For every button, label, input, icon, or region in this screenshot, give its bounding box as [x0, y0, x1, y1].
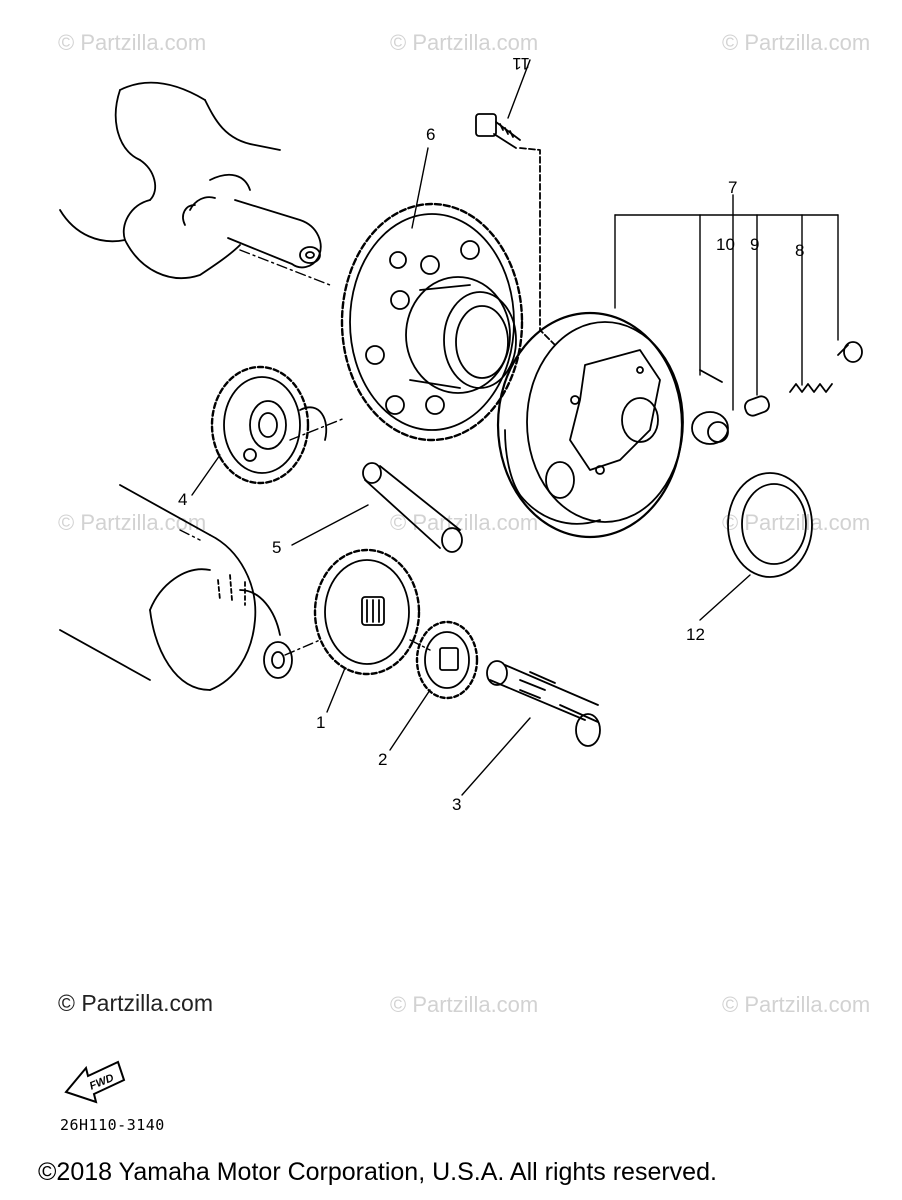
starter-wheel-gear-part: [340, 202, 524, 442]
callout-10: 10: [716, 235, 735, 254]
idle-gear-part: [210, 365, 328, 485]
callout-8: 8: [795, 241, 804, 260]
starter-gear-1-part: [313, 548, 421, 676]
idle-gear-shaft-part: [362, 462, 463, 553]
callout-2: 2: [378, 750, 387, 769]
callout-4: 4: [178, 490, 187, 509]
washer-part: [727, 472, 813, 578]
bolt-part: [475, 113, 556, 346]
diagram-code: 26H110-3140: [60, 1116, 165, 1134]
callout-11: 11: [512, 54, 530, 73]
watermark: © Partzilla.com: [390, 992, 539, 1017]
callout-12: 12: [686, 625, 705, 644]
callout-6: 6: [426, 125, 435, 144]
fwd-arrow-icon: FWD: [64, 1060, 126, 1104]
clutch-small-parts: [691, 341, 863, 445]
callout-1: 1: [316, 713, 325, 732]
watermark: © Partzilla.com: [722, 510, 871, 535]
callout-7: 7: [728, 178, 737, 197]
callout-9: 9: [750, 235, 759, 254]
crankshaft-part: [59, 81, 322, 279]
leader-lines: [191, 59, 751, 796]
watermark-main: © Partzilla.com: [58, 990, 213, 1016]
callout-5: 5: [272, 538, 281, 557]
callout-3: 3: [452, 795, 461, 814]
watermark: © Partzilla.com: [390, 30, 539, 55]
watermark: © Partzilla.com: [722, 992, 871, 1017]
watermark: © Partzilla.com: [390, 510, 539, 535]
watermark: © Partzilla.com: [722, 30, 871, 55]
copyright-notice: ©2018 Yamaha Motor Corporation, U.S.A. A…: [38, 1158, 717, 1186]
gear-shaft-part: [486, 660, 601, 747]
assembly-bracket: [614, 194, 839, 411]
watermark: © Partzilla.com: [58, 30, 207, 55]
starter-gear-2-part: [415, 620, 479, 700]
assembly-lines: [179, 249, 431, 656]
starter-clutch-part: [496, 311, 684, 539]
starter-motor-part: [59, 484, 293, 691]
